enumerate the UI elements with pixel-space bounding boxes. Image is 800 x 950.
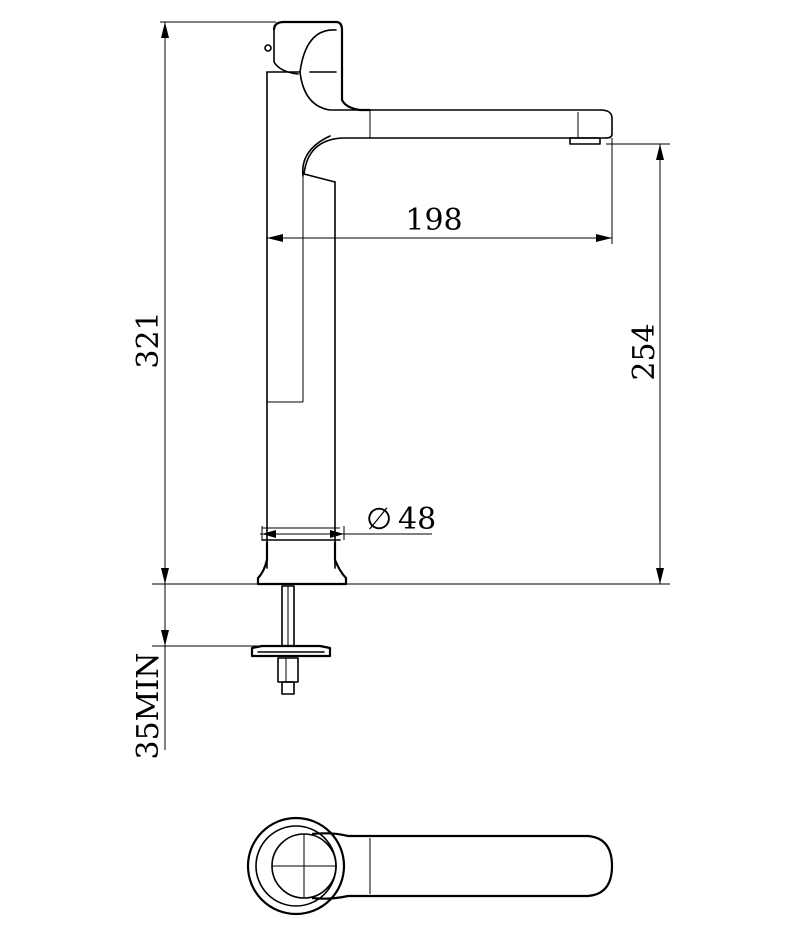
faucet-body: [266, 71, 336, 569]
dimension-spout-reach: 198: [267, 138, 613, 244]
dimension-label-198: 198: [405, 203, 462, 238]
dimension-label-254: 254: [627, 323, 662, 380]
dimension-base-diameter: ∅ 48: [260, 502, 436, 540]
faucet-top-view: [246, 816, 614, 916]
dimension-label-35min: 35MIN: [131, 653, 166, 760]
dimension-min-thickness: 35MIN: [131, 584, 260, 760]
dimension-label-321: 321: [131, 311, 166, 368]
dimension-total-height: 321: [131, 21, 670, 585]
mounting-shank: [250, 585, 332, 695]
lever-handle: [264, 20, 371, 112]
dimension-spout-height: 254: [606, 143, 670, 584]
dimension-label-48: 48: [398, 502, 436, 537]
spout: [301, 109, 613, 183]
diameter-symbol: ∅: [366, 502, 392, 537]
faucet-side-elevation: [250, 20, 613, 695]
